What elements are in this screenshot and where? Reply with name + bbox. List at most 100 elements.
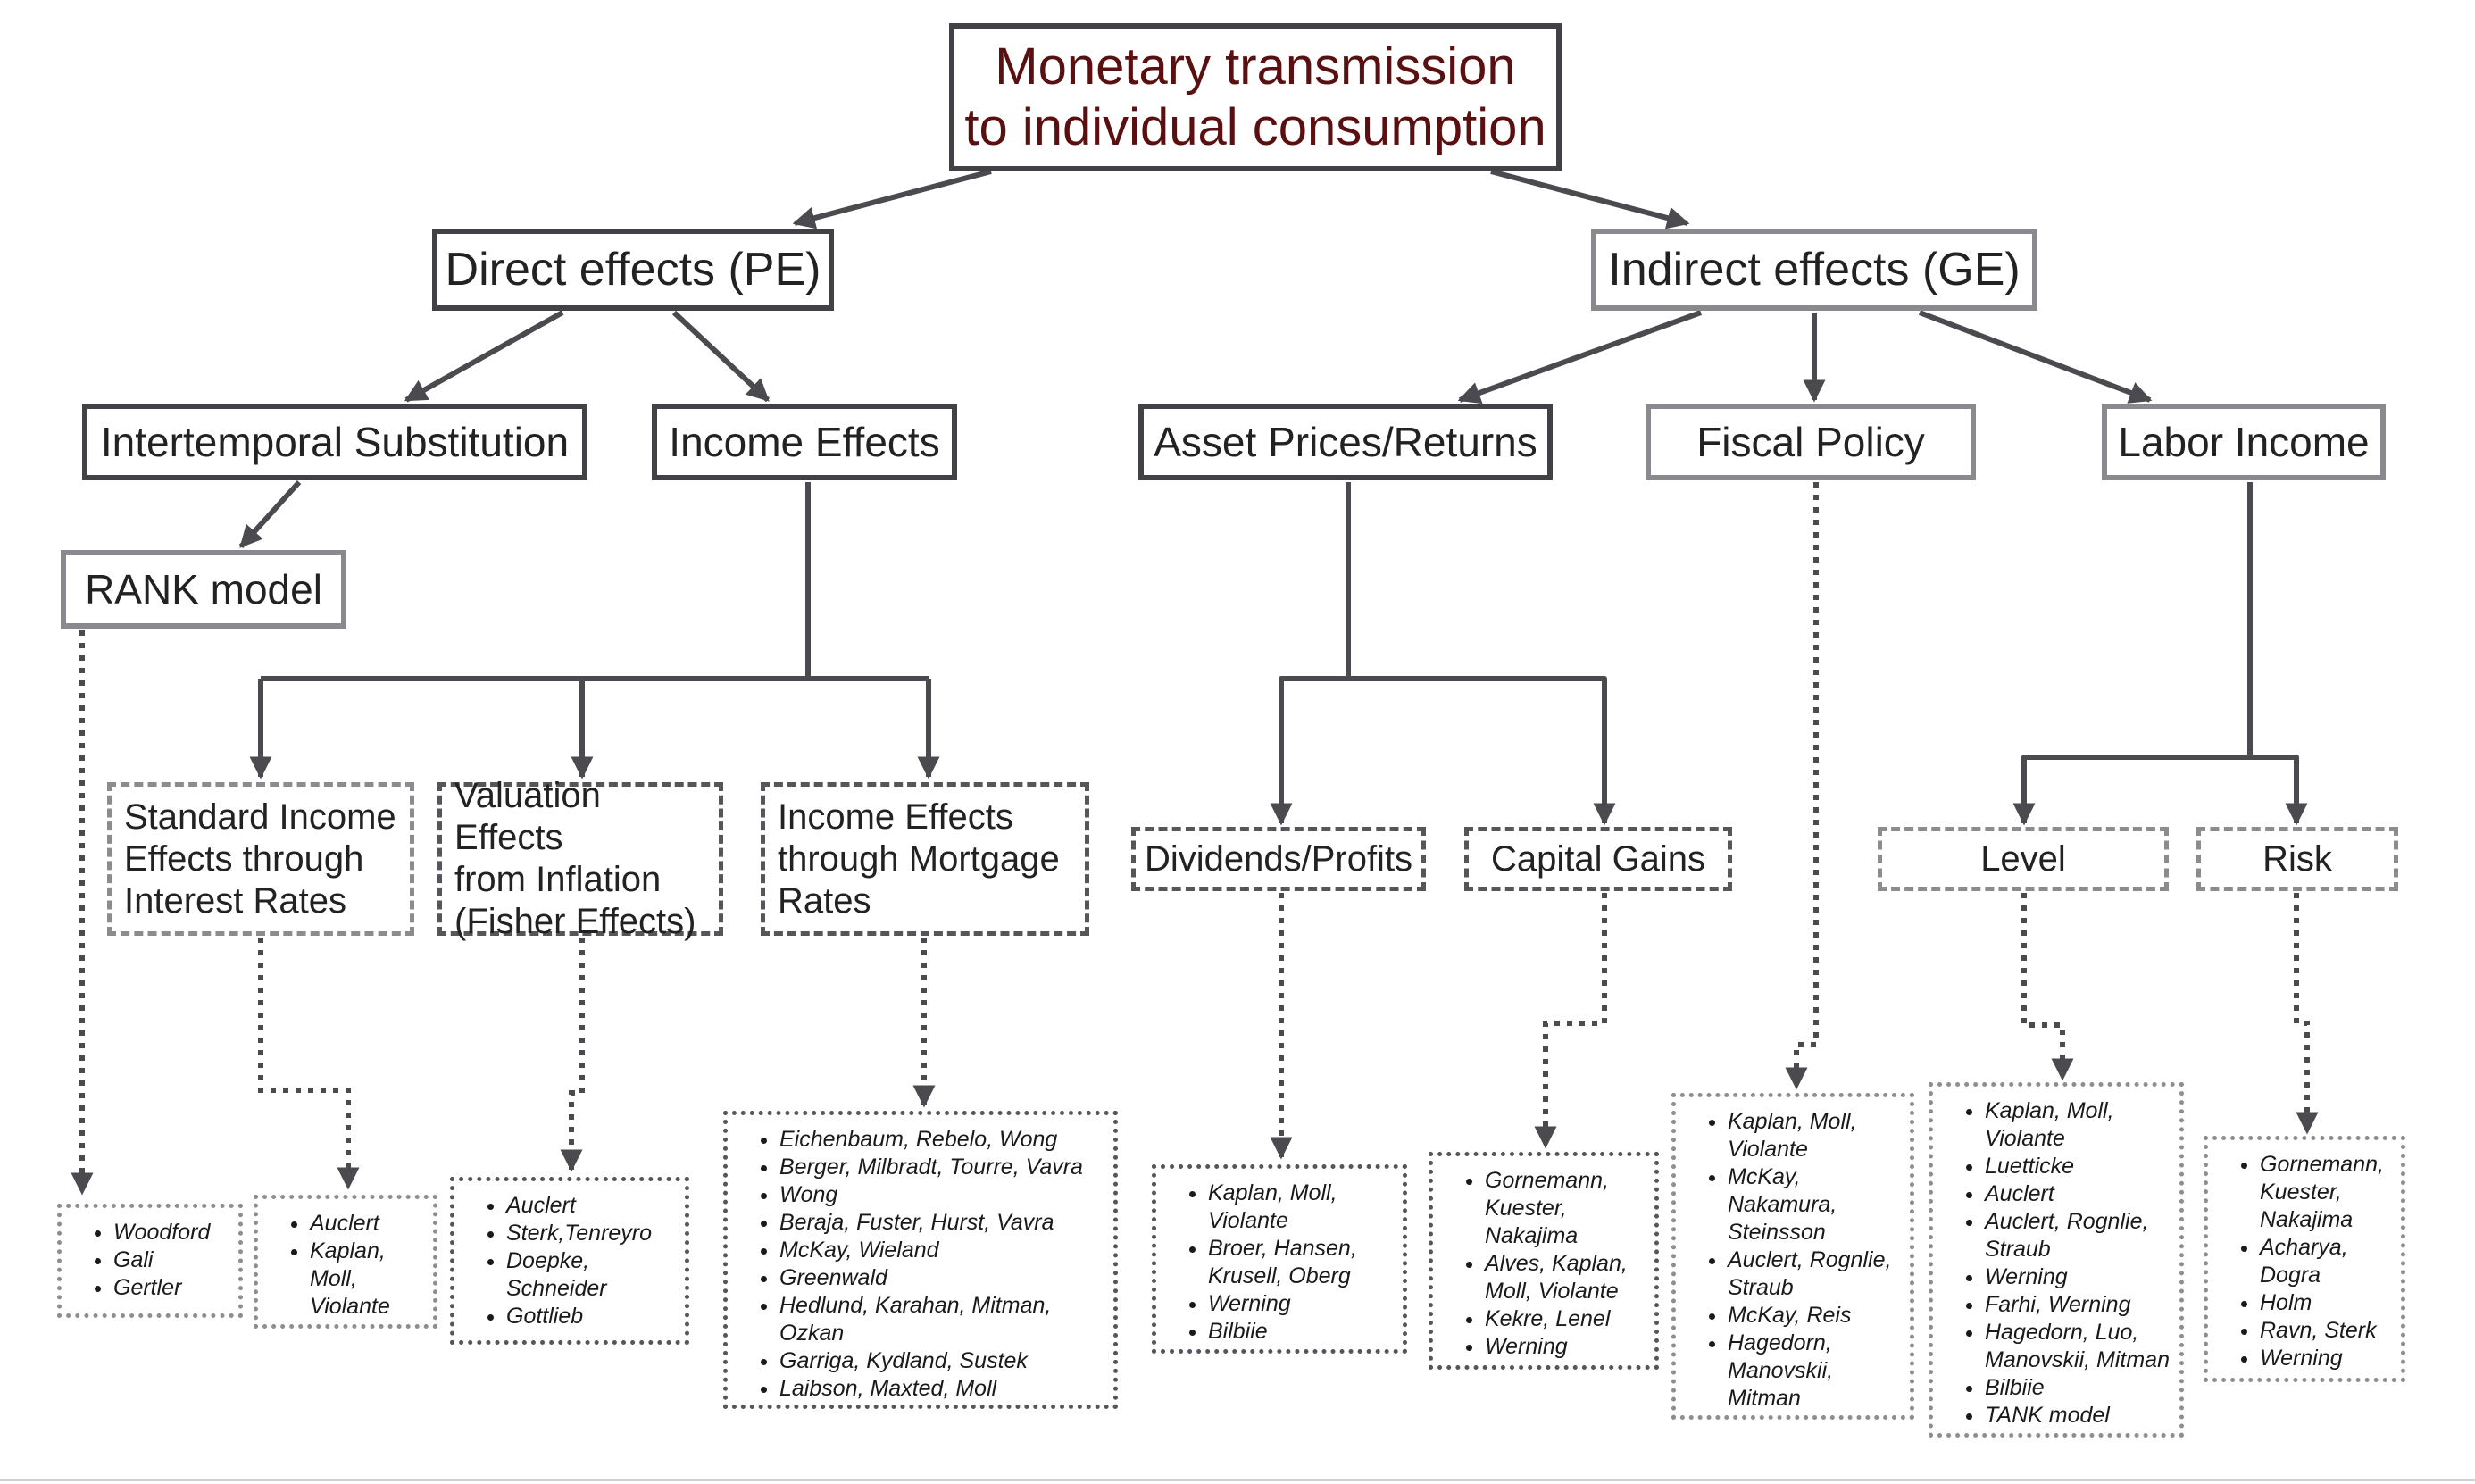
ref-item: Hagedorn, Manovskii, Mitman — [1728, 1330, 1904, 1413]
income-effects-node: Income Effects — [652, 404, 957, 480]
fiscal-policy-node: Fiscal Policy — [1646, 404, 1976, 480]
refs-labor-level: Kaplan, Moll, Violante Luetticke Auclert… — [1929, 1082, 2184, 1438]
ref-item: Greenwald — [779, 1264, 1108, 1292]
refs-standard-income: Auclert Kaplan, Moll, Violante — [254, 1195, 438, 1329]
arrow-asset-to-capital-gains — [1348, 676, 1616, 826]
ref-item: Auclert — [310, 1210, 428, 1238]
intertemporal-substitution-node: Intertemporal Substitution — [82, 404, 588, 480]
direct-effects-node: Direct effects (PE) — [432, 229, 834, 311]
refs-labor-level-list: Kaplan, Moll, Violante Luetticke Auclert… — [1933, 1087, 2179, 1430]
dotted-valuation-to-refs — [560, 938, 585, 1172]
ref-item: Garriga, Kydland, Sustek — [779, 1347, 1108, 1375]
ref-item: Luetticke — [1985, 1153, 2174, 1180]
ref-item: Alves, Kaplan, Moll, Violante — [1485, 1250, 1649, 1305]
labor-risk-label: Risk — [2262, 838, 2332, 879]
fiscal-policy-label: Fiscal Policy — [1696, 419, 1925, 465]
ref-item: Eichenbaum, Rebelo, Wong — [779, 1126, 1108, 1154]
ref-item: Werning — [1485, 1333, 1649, 1361]
ref-item: Ravn, Sterk — [2260, 1317, 2396, 1345]
capital-gains-label: Capital Gains — [1490, 838, 1706, 879]
ref-item: Auclert — [506, 1192, 679, 1220]
ref-item: Kaplan, Moll, Violante — [310, 1238, 428, 1321]
income-effects-label: Income Effects — [669, 419, 940, 465]
refs-fiscal: Kaplan, Moll, Violante McKay, Nakamura, … — [1671, 1093, 1914, 1420]
ref-item: Broer, Hansen, Krusell, Oberg — [1208, 1235, 1397, 1290]
ref-item: Auclert — [1985, 1180, 2174, 1208]
refs-rank: Woodford Gali Gertler — [57, 1204, 243, 1318]
ref-item: Werning — [1985, 1263, 2174, 1291]
ref-item: Bilbiie — [1985, 1374, 2174, 1402]
arrow-root-to-indirect — [1490, 169, 1690, 229]
refs-mortgage-list: Eichenbaum, Rebelo, Wong Berger, Milbrad… — [728, 1115, 1113, 1403]
labor-risk-node: Risk — [2196, 827, 2398, 891]
dotted-standard-to-refs — [258, 938, 360, 1190]
arrow-labor-to-risk — [2250, 755, 2308, 826]
labor-income-label: Labor Income — [2118, 419, 2370, 465]
ref-item: McKay, Reis — [1728, 1302, 1904, 1330]
dotted-fiscal-to-refs — [1785, 482, 1819, 1090]
ref-item: Gornemann, Kuester, Nakajima — [2260, 1151, 2396, 1234]
dividends-profits-node: Dividends/Profits — [1131, 827, 1426, 891]
dotted-level-to-refs — [2021, 893, 2074, 1081]
ref-item: Gali — [113, 1246, 233, 1274]
ref-item: Gornemann, Kuester, Nakajima — [1485, 1167, 1649, 1250]
ref-item: Doepke, Schneider — [506, 1247, 679, 1303]
refs-dividends: Kaplan, Moll, Violante Broer, Hansen, Kr… — [1152, 1164, 1407, 1354]
refs-labor-risk-list: Gornemann, Kuester, Nakajima Acharya, Do… — [2208, 1140, 2401, 1372]
refs-capital-gains-list: Gornemann, Kuester, Nakajima Alves, Kapl… — [1433, 1156, 1654, 1361]
labor-level-label: Level — [1980, 838, 2066, 879]
refs-rank-list: Woodford Gali Gertler — [62, 1208, 238, 1302]
arrow-intertemporal-to-rank — [238, 479, 302, 549]
ref-item: Woodford — [113, 1219, 233, 1246]
indirect-effects-label: Indirect effects (GE) — [1608, 244, 2021, 296]
valuation-effects-node: Valuation Effects from Inflation (Fisher… — [438, 776, 723, 941]
connector-asset-bus — [1270, 482, 1351, 826]
ref-item: Werning — [1208, 1290, 1397, 1318]
mortgage-income-label: Income Effects through Mortgage Rates — [778, 796, 1060, 921]
ref-item: McKay, Wieland — [779, 1237, 1108, 1264]
arrow-indirect-to-asset — [1457, 310, 1703, 404]
ref-item: Kekre, Lenel — [1485, 1305, 1649, 1333]
ref-item: Bilbiie — [1208, 1318, 1397, 1346]
ref-item: Holm — [2260, 1289, 2396, 1317]
ref-item: TANK model — [1985, 1402, 2174, 1430]
ref-item: Sterk,Tenreyro — [506, 1220, 679, 1247]
ref-item: Auclert, Rognlie, Straub — [1728, 1246, 1904, 1302]
direct-effects-label: Direct effects (PE) — [445, 244, 821, 296]
ref-item: Hedlund, Karahan, Mitman, Ozkan — [779, 1292, 1108, 1347]
bottom-divider — [0, 1479, 2475, 1481]
ref-item: Wong — [779, 1181, 1108, 1209]
ref-item: Kaplan, Moll, Violante — [1728, 1108, 1904, 1163]
refs-dividends-list: Kaplan, Moll, Violante Broer, Hansen, Kr… — [1156, 1169, 1403, 1346]
root-node: Monetary transmission to individual cons… — [949, 23, 1562, 171]
rank-model-label: RANK model — [85, 566, 322, 613]
ref-item: Gertler — [113, 1274, 233, 1302]
mortgage-income-node: Income Effects through Mortgage Rates — [761, 782, 1089, 936]
ref-item: Auclert, Rognlie, Straub — [1985, 1208, 2174, 1263]
standard-income-label: Standard Income Effects through Interest… — [124, 796, 396, 921]
labor-level-node: Level — [1878, 827, 2169, 891]
root-label: Monetary transmission to individual cons… — [964, 38, 1546, 156]
ref-item: Farhi, Werning — [1985, 1291, 2174, 1319]
refs-labor-risk: Gornemann, Kuester, Nakajima Acharya, Do… — [2204, 1136, 2405, 1382]
refs-mortgage: Eichenbaum, Rebelo, Wong Berger, Milbrad… — [723, 1111, 1118, 1409]
valuation-effects-label: Valuation Effects from Inflation (Fisher… — [454, 776, 696, 941]
ref-item: Acharya, Dogra — [2260, 1234, 2396, 1289]
ref-item: Kaplan, Moll, Violante — [1208, 1180, 1397, 1235]
intertemporal-substitution-label: Intertemporal Substitution — [100, 419, 570, 465]
arrow-direct-to-income — [671, 310, 771, 403]
refs-fiscal-list: Kaplan, Moll, Violante McKay, Nakamura, … — [1676, 1097, 1910, 1413]
ref-item: Werning — [2260, 1345, 2396, 1372]
standard-income-node: Standard Income Effects through Interest… — [107, 782, 414, 936]
indirect-effects-node: Indirect effects (GE) — [1591, 229, 2038, 311]
arrow-direct-to-intertemporal — [404, 310, 564, 403]
connector-labor-bus — [2012, 482, 2253, 826]
arrow-root-to-direct — [792, 169, 992, 229]
ref-item: McKay, Nakamura, Steinsson — [1728, 1163, 1904, 1246]
ref-item: Gottlieb — [506, 1303, 679, 1330]
ref-item: Berger, Milbradt, Tourre, Vavra — [779, 1154, 1108, 1181]
refs-standard-income-list: Auclert Kaplan, Moll, Violante — [258, 1199, 433, 1321]
refs-valuation-list: Auclert Sterk,Tenreyro Doepke, Schneider… — [454, 1181, 685, 1330]
dotted-capital-gains-to-refs — [1534, 893, 1607, 1149]
capital-gains-node: Capital Gains — [1464, 827, 1732, 891]
